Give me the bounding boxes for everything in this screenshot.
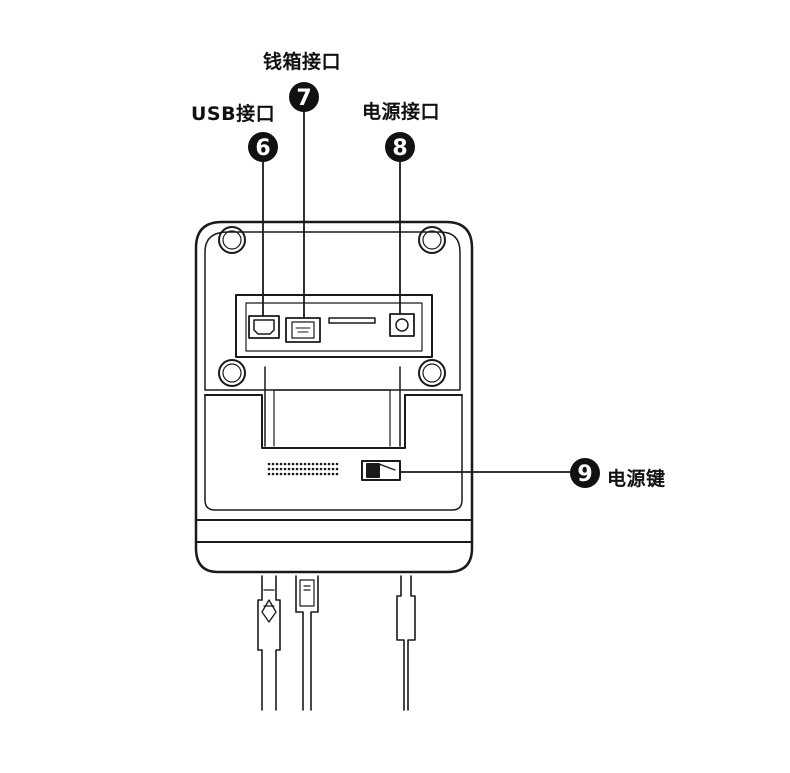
badge-9: 9 [570, 458, 600, 488]
grille-dot [335, 472, 339, 476]
grille-dot [299, 472, 303, 476]
grille-dot [307, 462, 311, 466]
power-port [389, 313, 415, 337]
grille-dot [335, 462, 339, 466]
grille-dot [287, 472, 291, 476]
usb-port [248, 315, 280, 339]
usb-port-label: USB接口 [191, 103, 276, 125]
grille-dot [291, 472, 295, 476]
grille-dot [303, 467, 307, 471]
grille-dot [275, 467, 279, 471]
grille-dot [267, 462, 271, 466]
port-panel [235, 294, 433, 358]
grille-dot [287, 467, 291, 471]
grille-dot [327, 467, 331, 471]
grille-dot [331, 467, 335, 471]
cashbox-cable [295, 575, 319, 711]
grille-dot [295, 472, 299, 476]
grille-dot [299, 467, 303, 471]
grille-dot [279, 467, 283, 471]
grille-dot [315, 472, 319, 476]
badge-8: 8 [385, 132, 415, 162]
grille-dot [303, 472, 307, 476]
grille-dot [291, 462, 295, 466]
badge-9-number: 9 [577, 462, 592, 487]
grille-dot [267, 467, 271, 471]
grille-dot [315, 462, 319, 466]
badge-6-number: 6 [255, 136, 270, 161]
grille-dot [303, 462, 307, 466]
usb-cable [257, 575, 281, 711]
grille-dot [283, 472, 287, 476]
grille-dot [295, 467, 299, 471]
grille-dot [271, 472, 275, 476]
badge-6: 6 [248, 132, 278, 162]
cashbox-port-label: 钱箱接口 [263, 51, 342, 73]
grille-dot [275, 472, 279, 476]
grille-dot [319, 462, 323, 466]
grille-dot [335, 467, 339, 471]
grille-dot [323, 467, 327, 471]
power-port-label: 电源接口 [362, 101, 441, 123]
badge-8-number: 8 [392, 136, 407, 161]
grille-dot [323, 472, 327, 476]
leader-lines [262, 109, 573, 473]
lower-body [195, 394, 473, 543]
grille-dot [271, 467, 275, 471]
badge-7: 7 [289, 82, 319, 112]
cashbox-port [285, 317, 321, 343]
grille-dot [299, 462, 303, 466]
cable-channel [204, 366, 463, 449]
grille-dot [319, 467, 323, 471]
grille-dot [279, 462, 283, 466]
grille-dot [327, 472, 331, 476]
grille-dot [327, 462, 331, 466]
power-switch [361, 460, 401, 481]
grille-dot [283, 467, 287, 471]
grille-dot [283, 462, 287, 466]
grille-dot [311, 467, 315, 471]
grille-dot [331, 472, 335, 476]
grille-dot [311, 472, 315, 476]
grille-dot [315, 467, 319, 471]
grille-dot [311, 462, 315, 466]
printer-body [194, 220, 474, 574]
grille-dot [267, 472, 271, 476]
rubber-feet [218, 226, 446, 387]
grille-dot [307, 472, 311, 476]
badge-7-number: 7 [296, 86, 311, 111]
grille-dot [291, 467, 295, 471]
power-cable [396, 575, 416, 711]
grille-dot [323, 462, 327, 466]
grille-dot [295, 462, 299, 466]
grille-dot [271, 462, 275, 466]
grille-dot [331, 462, 335, 466]
grille-dot [287, 462, 291, 466]
grille-dot [279, 472, 283, 476]
speaker-grille [267, 462, 339, 476]
grille-dot [319, 472, 323, 476]
card-slot [328, 317, 376, 324]
power-switch-label: 电源键 [607, 468, 666, 490]
grille-dot [275, 462, 279, 466]
grille-dot [307, 467, 311, 471]
